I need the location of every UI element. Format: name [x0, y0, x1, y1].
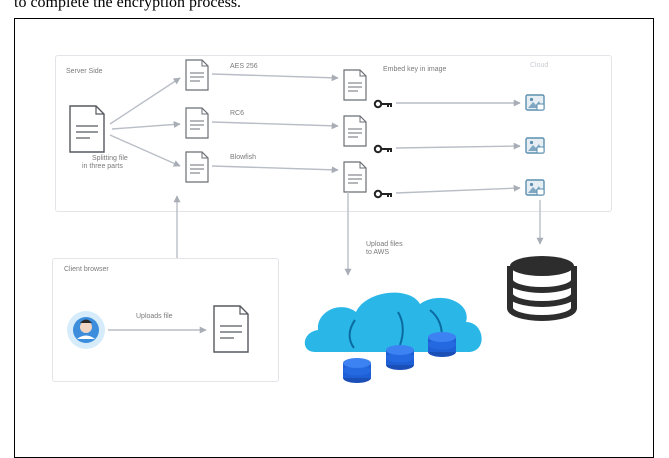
algorithm-aes-label: AES 256 [230, 63, 258, 70]
uploaded-file-icon [213, 305, 249, 353]
encrypted-file-2-icon [343, 115, 367, 147]
stego-image-1-icon [525, 94, 545, 111]
cloud-storage-2-icon [386, 345, 414, 370]
cloud-storage-1-icon [343, 358, 371, 383]
stego-image-3-icon [525, 179, 545, 196]
uploads-file-label: Uploads file [136, 313, 173, 320]
split-label-line1: Splitting file [92, 155, 128, 162]
file-part-1-icon [185, 59, 209, 91]
cloud-label: Cloud [530, 62, 549, 69]
upload-aws-label-line2: to AWS [366, 249, 390, 256]
page-caption: to complete the encryption process. [14, 0, 242, 11]
cloud-storage-3-icon [428, 332, 456, 357]
upload-aws-label-line1: Upload files [366, 241, 403, 248]
split-label-line2: in three parts [82, 163, 123, 170]
client-browser-panel [52, 258, 279, 382]
file-part-3-icon [185, 151, 209, 183]
diagram-frame [14, 18, 654, 458]
source-file-icon [69, 105, 105, 153]
file-part-2-icon [185, 107, 209, 139]
client-browser-label: Client browser [64, 266, 109, 273]
server-side-label: Server Side [66, 68, 103, 75]
key-3-icon [373, 189, 393, 199]
key-1-icon [373, 99, 393, 109]
encrypted-file-1-icon [343, 69, 367, 101]
stego-image-2-icon [525, 137, 545, 154]
key-2-icon [373, 144, 393, 154]
encrypted-file-3-icon [343, 161, 367, 193]
algorithm-blowfish-label: Blowfish [230, 154, 257, 161]
user-avatar-icon [67, 311, 105, 349]
server-side-panel [55, 55, 612, 212]
database-icon [507, 256, 577, 321]
embed-key-label: Embed key in image [383, 66, 447, 73]
algorithm-rc6-label: RC6 [230, 110, 245, 117]
